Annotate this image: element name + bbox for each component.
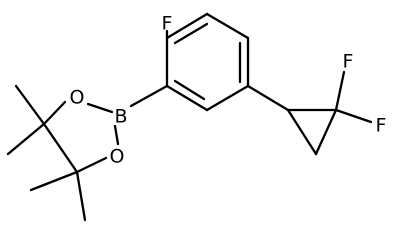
bond-b-o-lower [113,124,120,146]
bond-b-o-upper [86,102,114,114]
atom-f-aryl: F [162,13,173,35]
bond-methyl-3 [29,170,79,192]
bond-c-cyclopropyl [246,84,290,112]
bond-methyl-4 [75,170,87,222]
bond-ring-5 [165,84,209,112]
molecule-structure: F B O O F F [6,12,387,222]
bond-o-c-lower [75,156,108,174]
bond-c-b [129,84,169,108]
bond-ring-double-3 [173,79,206,101]
atom-o-upper: O [70,87,85,109]
bond-cf-right [334,108,373,124]
bond-ring-4 [205,84,250,112]
atom-b: B [114,106,127,128]
bonds [6,12,373,222]
bond-methyl-1 [14,84,46,126]
bond-cp-2 [286,108,318,156]
bond-methyl-2 [6,122,46,156]
atom-f-cp-upper: F [343,51,354,73]
bond-ring-1 [165,12,209,40]
bond-ring-double-1 [173,22,209,45]
atom-o-lower: O [110,146,125,168]
bond-c-c-ring [42,122,79,174]
atom-labels: F B O O F F [70,13,387,168]
bond-ring-2 [205,12,250,40]
bond-o-c-upper [42,100,67,126]
bond-cf-up [334,70,346,112]
bond-cp-3 [314,108,338,156]
atom-f-cp-right: F [376,115,387,137]
